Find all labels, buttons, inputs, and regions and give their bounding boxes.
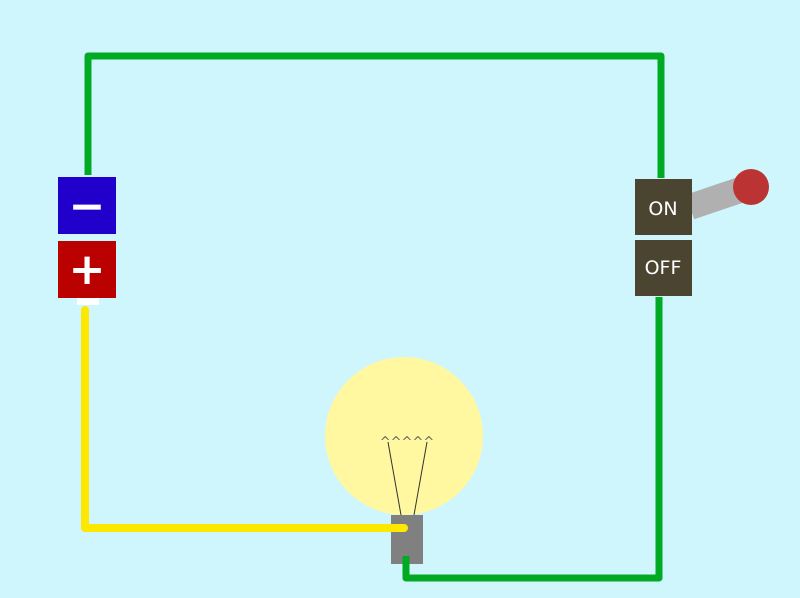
wire-battery-to-bulb [81, 306, 408, 532]
battery-negative-terminal [58, 177, 116, 234]
battery-positive-terminal [58, 241, 116, 298]
switch-off-label: OFF [645, 257, 682, 279]
bulb-glass [325, 357, 483, 515]
wire-battery-to-switch [84, 52, 665, 178]
switch-knob[interactable] [733, 169, 769, 205]
battery: − + [58, 177, 116, 305]
battery-contact [77, 298, 99, 305]
plus-icon: + [69, 244, 106, 295]
switch-on-panel[interactable] [635, 179, 692, 235]
bulb-filament-coil: ^^^^^ [380, 435, 434, 450]
light-bulb: ^^^^^ [325, 357, 483, 564]
switch-on-label: ON [648, 198, 677, 220]
bulb-filament-right [413, 441, 428, 516]
toggle-switch[interactable]: ON OFF [635, 169, 769, 296]
bulb-filament-left [387, 441, 402, 516]
minus-icon: − [69, 181, 106, 232]
switch-off-panel[interactable] [635, 240, 692, 296]
bulb-base [391, 515, 423, 564]
